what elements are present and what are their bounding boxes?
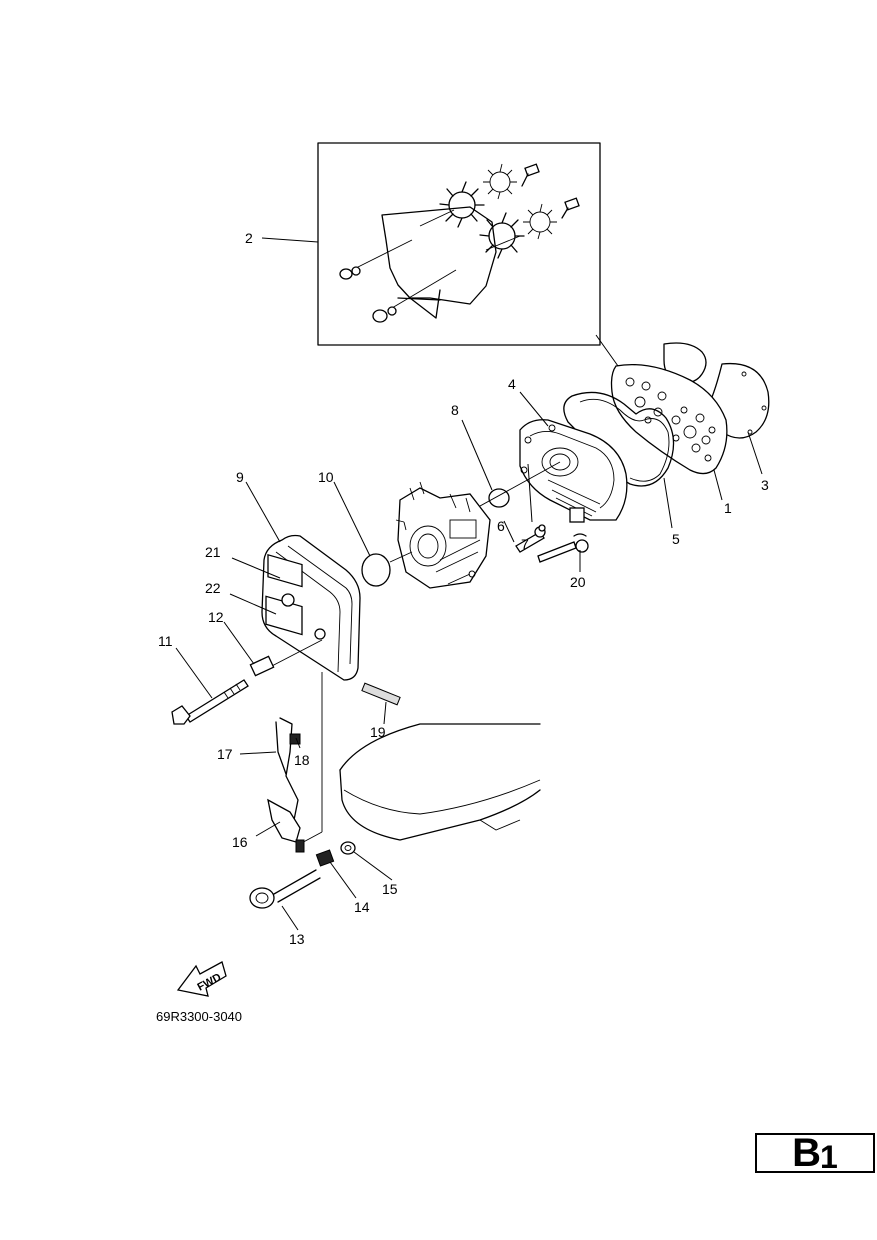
callout-10: 10 xyxy=(318,469,334,485)
callout-15: 15 xyxy=(382,881,398,897)
drawing-code: 69R3300-3040 xyxy=(156,1009,242,1024)
forward-direction-arrow: FWD xyxy=(176,961,227,997)
callout-14: 14 xyxy=(354,899,370,915)
detail-inset xyxy=(317,142,601,346)
callout-12: 12 xyxy=(208,609,224,625)
callout-11: 11 xyxy=(158,633,173,649)
callout-22: 22 xyxy=(205,580,221,596)
callout-numbers: 2 1 3 4 5 6 7 8 9 10 11 12 13 14 15 16 1… xyxy=(158,230,769,947)
callout-4: 4 xyxy=(508,376,516,392)
callout-18: 18 xyxy=(294,752,310,768)
intake-silencer xyxy=(261,534,361,681)
callout-19: 19 xyxy=(370,724,386,740)
carburetor xyxy=(395,481,491,589)
bolt-11 xyxy=(171,679,249,725)
callout-20: 20 xyxy=(570,574,586,590)
callout-16: 16 xyxy=(232,834,248,850)
badge-letter: B xyxy=(792,1130,821,1175)
callout-2: 2 xyxy=(245,230,253,246)
callout-1: 1 xyxy=(724,500,732,516)
callout-9: 9 xyxy=(236,469,244,485)
callout-5: 5 xyxy=(672,531,680,547)
callout-13: 13 xyxy=(289,931,305,947)
callout-17: 17 xyxy=(217,746,233,762)
callout-21: 21 xyxy=(205,544,221,560)
callout-6: 6 xyxy=(497,518,505,534)
leader-lines xyxy=(175,237,763,931)
callout-7: 7 xyxy=(521,536,529,552)
badge-number: 1 xyxy=(820,1138,838,1175)
callout-3: 3 xyxy=(761,477,769,493)
callout-8: 8 xyxy=(451,402,459,418)
